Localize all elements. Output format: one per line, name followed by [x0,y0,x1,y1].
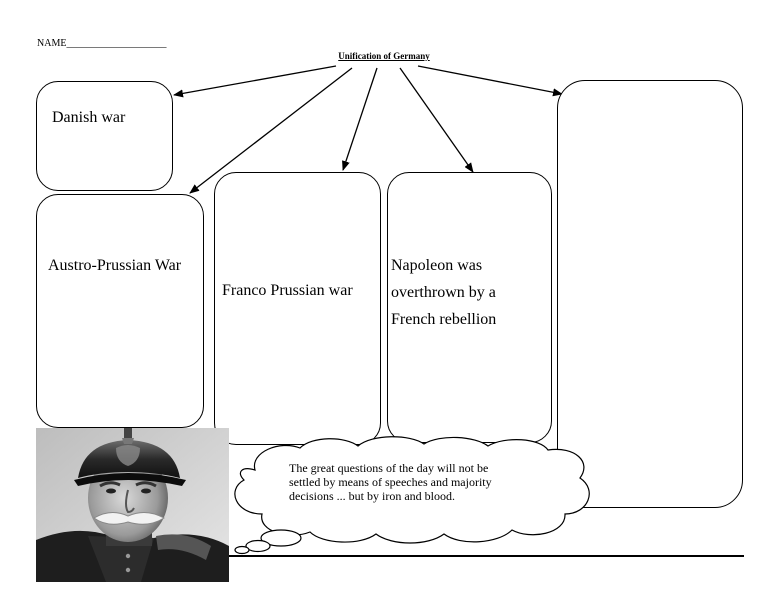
arrow-to-napoleon [399,67,474,173]
danish-war-box [36,81,173,191]
napoleon-label-line-2: overthrown by a [391,284,496,301]
arrow-to-austro-prussian-war [189,67,353,194]
bismarck-quote: The great questions of the day will not … [289,461,492,503]
page-title: Unification of Germany [338,51,430,61]
franco-prussian-war-label: Franco Prussian war [222,282,353,299]
napoleon-box [387,172,552,443]
arrow-to-empty-box [417,65,563,97]
franco-prussian-war-box [214,172,381,445]
portrait-image [36,428,229,582]
austro-prussian-war-box [36,194,204,428]
name-field-label: NAME____________________ [37,38,167,49]
austro-prussian-war-label: Austro-Prussian War [48,257,182,274]
blank-answer-box [557,80,743,508]
napoleon-label-line-3: French rebellion [391,311,497,328]
napoleon-label-line-1: Napoleon was [391,257,483,274]
arrow-to-danish-war [173,65,337,98]
arrow-to-franco-prussian-war [342,67,378,171]
danish-war-label: Danish war [52,109,126,126]
